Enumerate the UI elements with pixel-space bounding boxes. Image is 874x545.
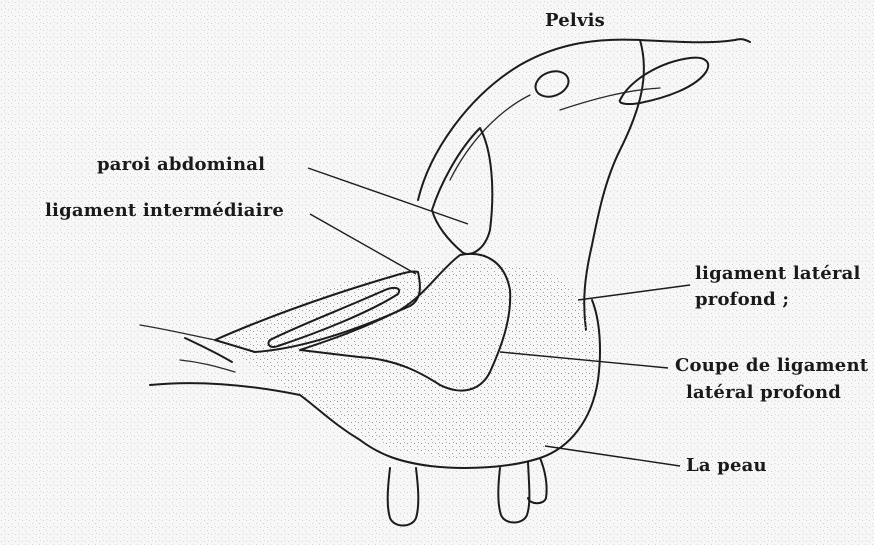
label-ligament-intermediaire: ligament intermédiaire: [45, 200, 284, 222]
label-paroi-abdominal: paroi abdominal: [97, 154, 265, 176]
label-pelvis: Pelvis: [545, 10, 605, 32]
label-coupe-line2: latéral profond: [686, 382, 841, 404]
label-ligament-lateral-line1: ligament latéral: [695, 263, 861, 285]
label-coupe-line1: Coupe de ligament: [675, 355, 868, 377]
label-ligament-lateral-line2: profond ;: [695, 289, 789, 311]
label-la-peau: La peau: [686, 455, 767, 477]
